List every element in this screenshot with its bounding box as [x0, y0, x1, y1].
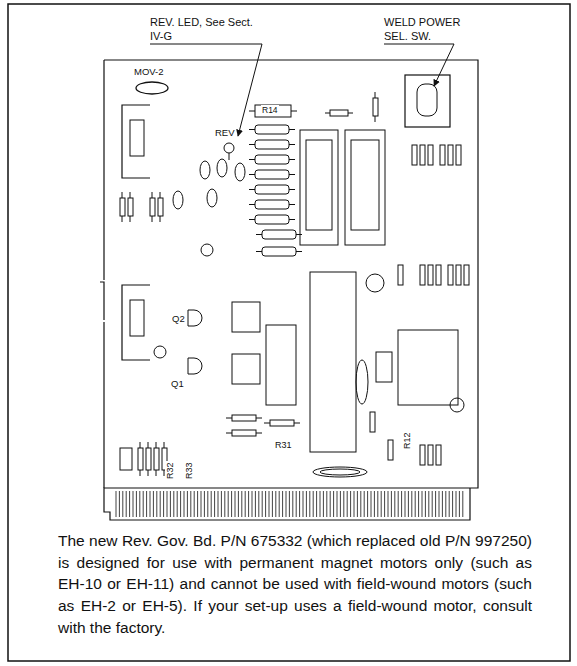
callout-label: WELD POWER SEL. SW.: [384, 16, 480, 44]
transistor-symbol: [188, 358, 202, 374]
part-label: R33: [184, 461, 195, 480]
part-label: MOV-2: [133, 66, 165, 78]
callout-label: REV. LED, See Sect. IV-G: [150, 16, 262, 44]
part-label: Q1: [170, 378, 185, 390]
edge-connector: [116, 491, 463, 517]
part-label: R31: [274, 440, 293, 451]
switch-symbol: [405, 75, 450, 127]
part-label: R32: [165, 461, 176, 480]
resistor-column: [249, 125, 302, 256]
part-label: REV: [214, 127, 236, 139]
caption-text: The new Rev. Gov. Bd. P/N 675332 (which …: [58, 530, 532, 638]
leader-line: [384, 44, 454, 86]
led-symbol: [224, 143, 234, 153]
part-label: R14: [261, 105, 279, 116]
part-label: R12: [402, 431, 413, 450]
transistor-symbol: [188, 310, 202, 326]
part-label: Q2: [171, 313, 186, 325]
mov-symbol: [136, 82, 168, 94]
board-outline: [104, 60, 478, 520]
frame: [8, 4, 570, 661]
